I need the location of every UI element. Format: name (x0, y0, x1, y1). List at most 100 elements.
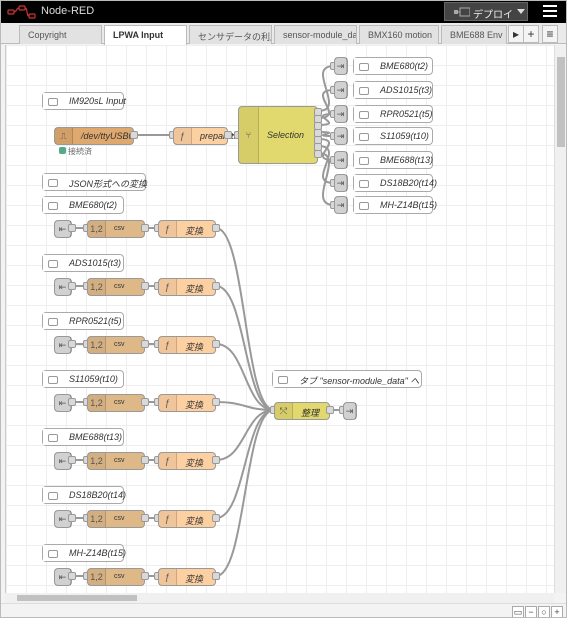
link-node[interactable]: ⇥ (334, 57, 348, 75)
output-port[interactable] (141, 340, 149, 348)
deploy-button[interactable]: デプロイ (444, 2, 528, 21)
comment-node-4[interactable]: BME688(t13) (353, 151, 433, 169)
output-port[interactable] (68, 398, 76, 406)
main-menu-button[interactable] (543, 5, 557, 18)
vertical-scroll-thumb[interactable] (557, 57, 565, 147)
output-port[interactable] (141, 398, 149, 406)
link-node[interactable]: ⇥ (334, 151, 348, 169)
tab-list-button[interactable]: ≡ (542, 25, 558, 43)
output-port[interactable] (326, 406, 334, 414)
tab-copyright[interactable]: Copyright (19, 25, 102, 44)
wire[interactable] (215, 409, 275, 461)
zoom-in-button[interactable]: + (551, 606, 563, 617)
output-port[interactable] (68, 514, 76, 522)
comment-node-3[interactable]: ADS1015(t3) (42, 254, 124, 272)
wire[interactable] (215, 343, 275, 411)
tab-lpwa-input[interactable]: LPWA Input (104, 25, 187, 45)
zoom-out-button[interactable]: − (525, 606, 537, 617)
output-port[interactable] (68, 572, 76, 580)
output-port[interactable] (212, 340, 220, 348)
comment-node-3[interactable]: S11059(t10) (353, 127, 433, 145)
comment-node-6[interactable]: BME688(t13) (42, 428, 124, 446)
zoom-reset-button[interactable]: ○ (538, 606, 550, 617)
output-port[interactable] (68, 456, 76, 464)
wire[interactable] (317, 113, 335, 126)
comment-node-5[interactable]: S11059(t10) (42, 370, 124, 388)
output-port[interactable] (130, 131, 138, 139)
wire[interactable] (317, 65, 335, 112)
switch-node-selection[interactable]: ⑂Selection (238, 106, 318, 164)
output-port[interactable] (141, 514, 149, 522)
comment-node[interactable]: JSON形式への変換 (42, 173, 147, 191)
output-port[interactable] (314, 150, 322, 158)
navigator-icon[interactable]: ▭ (512, 606, 524, 617)
wire[interactable] (317, 131, 335, 137)
output-port[interactable] (212, 456, 220, 464)
wire[interactable] (317, 145, 335, 184)
tab-scroll-right-button[interactable]: ▸ (508, 25, 524, 43)
comment-node-7[interactable]: DS18B20(t14) (42, 486, 126, 504)
output-port[interactable] (68, 282, 76, 290)
output-port[interactable] (224, 131, 232, 139)
chevron-down-icon[interactable] (517, 9, 525, 14)
wire[interactable] (317, 89, 335, 119)
comment-node-1[interactable]: ADS1015(t3) (353, 81, 433, 99)
comment-node-0[interactable]: BME680(t2) (353, 57, 433, 75)
output-port[interactable] (141, 224, 149, 232)
comment-node-4[interactable]: RPR0521(t5) (42, 312, 124, 330)
comment-node-8[interactable]: MH-Z14B(t15) (42, 544, 126, 562)
output-port[interactable] (212, 398, 220, 406)
wire[interactable] (215, 409, 275, 577)
comment-node-6[interactable]: MH-Z14B(t15) (353, 196, 437, 214)
link-in-node[interactable]: ⇤ (54, 336, 72, 354)
output-port[interactable] (212, 282, 220, 290)
wire[interactable] (317, 152, 335, 206)
link-node[interactable]: ⇥ (334, 105, 348, 123)
serial-in-node[interactable]: ⎍/dev/ttyUSB0 (54, 127, 134, 145)
output-port[interactable] (212, 572, 220, 580)
comment-node-5[interactable]: DS18B20(t14) (353, 174, 437, 192)
wire[interactable] (215, 409, 275, 519)
wire[interactable] (215, 401, 275, 411)
horizontal-scrollbar[interactable] (5, 593, 554, 603)
link-node[interactable]: ⇥ (334, 127, 348, 145)
add-tab-button[interactable]: + (523, 25, 539, 43)
comment-node-2[interactable]: BME680(t2) (42, 196, 124, 214)
output-port[interactable] (212, 514, 220, 522)
comment-node[interactable]: タブ "sensor-module_data" へ (272, 370, 422, 388)
output-port[interactable] (68, 340, 76, 348)
wire[interactable] (215, 285, 275, 411)
output-port[interactable] (141, 572, 149, 580)
horizontal-scroll-thumb[interactable] (17, 595, 137, 601)
tab-bme688-env[interactable]: BME688 Env (441, 25, 507, 44)
tab-bmx160-motion[interactable]: BMX160 motion (359, 25, 439, 44)
tab-sensor-data-use[interactable]: センサデータの利用 (189, 25, 272, 44)
output-port[interactable] (68, 224, 76, 232)
link-node[interactable]: ⇥ (334, 81, 348, 99)
link-node[interactable]: ⇥ (334, 196, 348, 214)
output-port[interactable] (141, 456, 149, 464)
wire[interactable] (215, 227, 275, 411)
output-port[interactable] (212, 224, 220, 232)
comment-node-2[interactable]: RPR0521(t5) (353, 105, 433, 123)
tab-sensor-module-data[interactable]: sensor-module_data (274, 25, 357, 44)
vertical-scrollbar[interactable] (554, 45, 566, 593)
join-node[interactable]: ⤲整理 (274, 402, 330, 420)
comment-node[interactable]: IM920sL Input (42, 92, 126, 110)
link-out-node[interactable]: ⇥ (343, 402, 357, 420)
